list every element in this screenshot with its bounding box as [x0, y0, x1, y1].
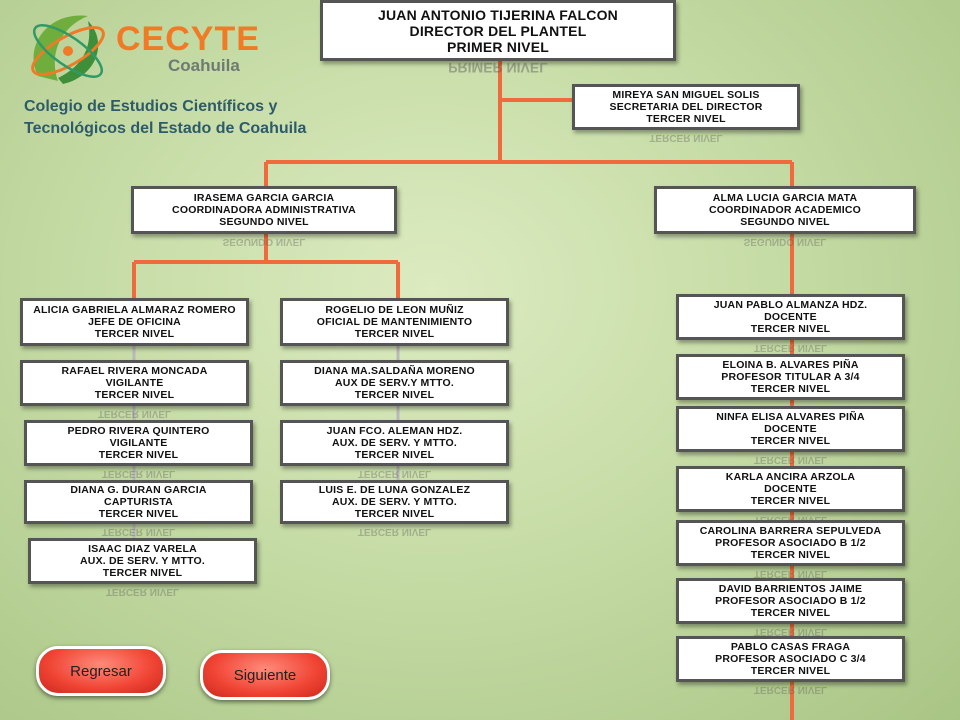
node-rogelio: ROGELIO DE LEON MUÑIZ OFICIAL DE MANTENI… [280, 298, 509, 346]
node-carolina: CAROLINA BARRERA SEPULVEDA PROFESOR ASOC… [676, 520, 905, 566]
node-name: ELOINA B. ALVARES PIÑA [722, 359, 859, 371]
back-button[interactable]: Regresar [36, 646, 166, 696]
node-name: DIANA MA.SALDAÑA MORENO [314, 365, 475, 377]
node-level: TERCER NIVEL [750, 383, 831, 395]
node-role: VIGILANTE [105, 377, 164, 389]
node-name: RAFAEL RIVERA MONCADA [61, 365, 208, 377]
node-role: COORDINADOR ACADEMICO [709, 204, 861, 216]
cecyte-logo: CECYTE Coahuila Colegio de Estudios Cien… [18, 6, 306, 141]
node-name: DIANA G. DURAN GARCIA [70, 484, 207, 496]
node-name: JUAN ANTONIO TIJERINA FALCON [378, 6, 618, 23]
node-level: TERCER NIVEL [750, 549, 831, 561]
node-level: TERCER NIVEL [98, 508, 179, 520]
brand-name: CECYTE [116, 20, 260, 58]
node-role: PROFESOR ASOCIADO B 1/2 [715, 537, 866, 549]
node-name: MIREYA SAN MIGUEL SOLIS [612, 89, 760, 101]
node-level: TERCER NIVEL [646, 113, 726, 125]
brand-region: Coahuila [168, 56, 240, 75]
node-role: VIGILANTE [109, 437, 168, 449]
node-role: AUX. DE SERV. Y MTTO. [332, 437, 457, 449]
node-role: OFICIAL DE MANTENIMIENTO [316, 316, 473, 328]
next-button[interactable]: Siguiente [200, 650, 330, 700]
institution-name-line1: Colegio de Estudios Científicos y [24, 98, 278, 115]
node-role: DOCENTE [764, 423, 817, 435]
node-role: DOCENTE [764, 311, 817, 323]
node-rafael: RAFAEL RIVERA MONCADA VIGILANTE TERCER N… [20, 360, 249, 406]
node-level: TERCER NIVEL [102, 567, 183, 579]
atom-logo-icon [31, 15, 105, 84]
node-juan-pablo: JUAN PABLO ALMANZA HDZ. DOCENTE TERCER N… [676, 294, 905, 340]
node-secretaria: MIREYA SAN MIGUEL SOLIS SECRETARIA DEL D… [572, 84, 800, 130]
node-name: JUAN FCO. ALEMAN HDZ. [326, 425, 463, 437]
node-role: SECRETARIA DEL DIRECTOR [609, 101, 763, 113]
node-level: PRIMER NIVEL [447, 38, 549, 55]
node-name: JUAN PABLO ALMANZA HDZ. [713, 299, 868, 311]
node-level: TERCER NIVEL [354, 389, 435, 401]
node-eloina: ELOINA B. ALVARES PIÑA PROFESOR TITULAR … [676, 354, 905, 400]
node-role: AUX DE SERV.Y MTTO. [335, 377, 454, 389]
node-ninfa: NINFA ELISA ALVARES PIÑA DOCENTE TERCER … [676, 406, 905, 452]
node-level: TERCER NIVEL [750, 435, 831, 447]
node-alicia: ALICIA GABRIELA ALMARAZ ROMERO JEFE DE O… [20, 298, 249, 346]
node-name: ISAAC DIAZ VARELA [88, 543, 197, 555]
node-level: SEGUNDO NIVEL [219, 216, 309, 228]
node-role: DOCENTE [764, 483, 817, 495]
node-role: DIRECTOR DEL PLANTEL [409, 22, 587, 39]
node-name: ROGELIO DE LEON MUÑIZ [325, 304, 464, 316]
node-luis: LUIS E. DE LUNA GONZALEZ AUX. DE SERV. Y… [280, 480, 509, 524]
node-name: LUIS E. DE LUNA GONZALEZ [318, 484, 471, 496]
node-level: TERCER NIVEL [94, 328, 175, 340]
node-level: TERCER NIVEL [750, 323, 831, 335]
node-pedro: PEDRO RIVERA QUINTERO VIGILANTE TERCER N… [24, 420, 253, 466]
node-name: ALMA LUCIA GARCIA MATA [712, 192, 858, 204]
node-role: PROFESOR ASOCIADO C 3/4 [715, 653, 866, 665]
node-isaac: ISAAC DIAZ VARELA AUX. DE SERV. Y MTTO. … [28, 538, 257, 584]
node-karla: KARLA ANCIRA ARZOLA DOCENTE TERCER NIVEL [676, 466, 905, 512]
node-role: PROFESOR ASOCIADO B 1/2 [715, 595, 866, 607]
node-coord-admin: IRASEMA GARCIA GARCIA COORDINADORA ADMIN… [131, 186, 397, 234]
node-name: KARLA ANCIRA ARZOLA [725, 471, 856, 483]
node-role: CAPTURISTA [104, 496, 173, 508]
node-role: COORDINADORA ADMINISTRATIVA [172, 204, 356, 216]
node-diana-saldana: DIANA MA.SALDAÑA MORENO AUX DE SERV.Y MT… [280, 360, 509, 406]
node-level: TERCER NIVEL [98, 449, 179, 461]
node-role: JEFE DE OFICINA [88, 316, 181, 328]
institution-name-line2: Tecnológicos del Estado de Coahuila [24, 120, 307, 137]
node-name: CAROLINA BARRERA SEPULVEDA [699, 525, 882, 537]
node-role: PROFESOR TITULAR A 3/4 [721, 371, 860, 383]
node-level: TERCER NIVEL [94, 389, 175, 401]
node-juan-aleman: JUAN FCO. ALEMAN HDZ. AUX. DE SERV. Y MT… [280, 420, 509, 466]
node-level: TERCER NIVEL [750, 665, 831, 677]
node-pablo: PABLO CASAS FRAGA PROFESOR ASOCIADO C 3/… [676, 636, 905, 682]
node-role: AUX. DE SERV. Y MTTO. [332, 496, 457, 508]
node-name: DAVID BARRIENTOS JAIME [718, 583, 863, 595]
node-level: TERCER NIVEL [354, 328, 435, 340]
node-level: TERCER NIVEL [750, 495, 831, 507]
node-coord-acad: ALMA LUCIA GARCIA MATA COORDINADOR ACADE… [654, 186, 916, 234]
node-name: IRASEMA GARCIA GARCIA [193, 192, 335, 204]
node-level: TERCER NIVEL [354, 508, 435, 520]
node-name: PABLO CASAS FRAGA [730, 641, 851, 653]
node-level: TERCER NIVEL [750, 607, 831, 619]
node-name: ALICIA GABRIELA ALMARAZ ROMERO [33, 304, 236, 316]
node-diana-duran: DIANA G. DURAN GARCIA CAPTURISTA TERCER … [24, 480, 253, 524]
node-name: NINFA ELISA ALVARES PIÑA [716, 411, 865, 423]
node-david: DAVID BARRIENTOS JAIME PROFESOR ASOCIADO… [676, 578, 905, 624]
node-level: SEGUNDO NIVEL [740, 216, 830, 228]
node-director: JUAN ANTONIO TIJERINA FALCON DIRECTOR DE… [320, 0, 676, 61]
node-role: AUX. DE SERV. Y MTTO. [80, 555, 205, 567]
node-name: PEDRO RIVERA QUINTERO [67, 425, 210, 437]
node-level: TERCER NIVEL [354, 449, 435, 461]
